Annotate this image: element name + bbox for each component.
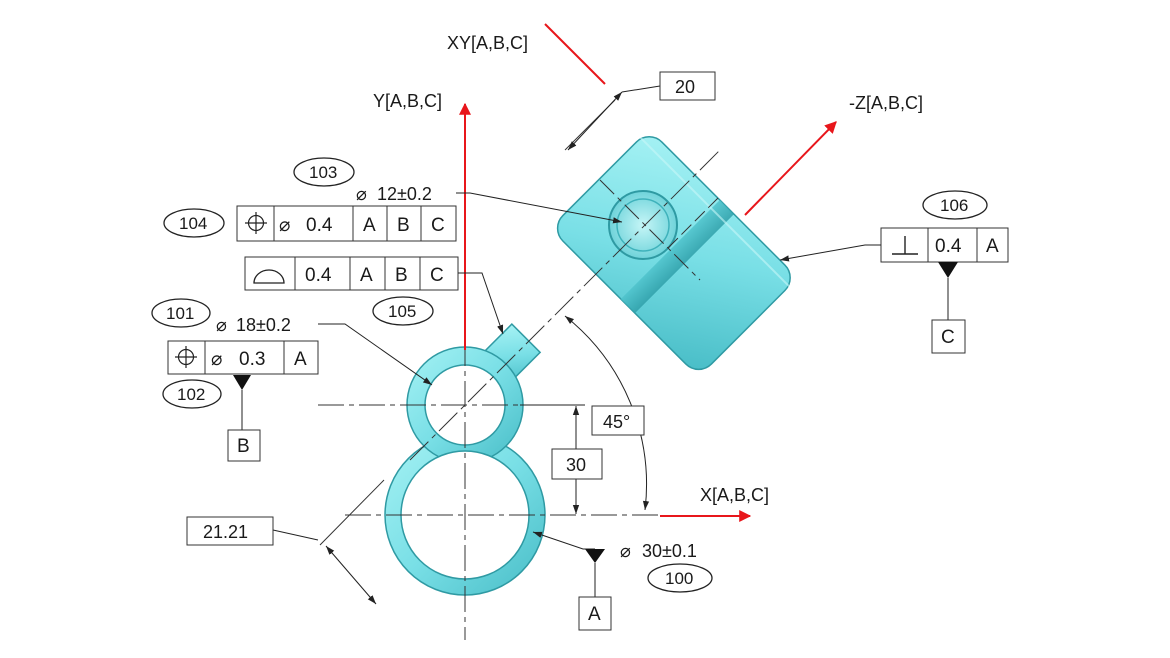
svg-text:101: 101 <box>166 304 194 323</box>
balloon-105: 105 <box>372 296 434 326</box>
fcf104-ref1: A <box>363 215 376 236</box>
fcf104-ref2: B <box>397 215 410 236</box>
fcf-105: 0.4 A B C <box>244 256 459 291</box>
fcf104-tolerance: 0.4 <box>306 215 333 236</box>
datum-c-label: C <box>941 327 955 348</box>
block-hole <box>608 190 678 260</box>
block-part <box>556 136 791 371</box>
dim20-box <box>659 71 716 101</box>
fcf105-ref2: B <box>395 265 408 286</box>
dia30-symbol: ⌀ <box>620 541 631 561</box>
dia18-symbol: ⌀ <box>216 315 227 335</box>
fcf102-tolerance: 0.3 <box>239 349 265 370</box>
dim45-value: 45° <box>603 412 630 432</box>
dia18-value: 18±0.2 <box>236 315 291 335</box>
balloon-106: 106 <box>922 190 988 220</box>
fcf106-ref1: A <box>986 236 999 257</box>
dim2121-line <box>325 545 377 605</box>
axis-label-x: X[A,B,C] <box>700 485 769 505</box>
axis-label-negz: -Z[A,B,C] <box>849 93 923 113</box>
fcf104-ref3: C <box>431 215 445 236</box>
fcf102-ref1: A <box>294 349 307 370</box>
datum-b-box <box>227 429 261 462</box>
dim20-line <box>567 91 623 151</box>
fcf-104: ⌀ 0.4 A B C <box>236 205 457 242</box>
axis-label-xy: XY[A,B,C] <box>447 33 528 53</box>
fcf-102: ⌀ 0.3 A <box>167 340 319 375</box>
fcf106-leader <box>779 244 881 262</box>
datum-b-label: B <box>237 436 250 457</box>
dia12-value: 12±0.2 <box>377 184 432 204</box>
fcf105-ref3: C <box>430 265 444 286</box>
svg-text:103: 103 <box>309 163 337 182</box>
dia12-leader <box>456 192 623 224</box>
svg-text:102: 102 <box>177 385 205 404</box>
fcf105-ref1: A <box>360 265 373 286</box>
datum-a-label: A <box>588 604 601 625</box>
datum-triangle-icon <box>585 549 605 563</box>
dim30-value: 30 <box>566 455 586 475</box>
svg-text:⌀: ⌀ <box>211 349 222 370</box>
balloon-103: 103 <box>293 157 355 187</box>
balloon-100: 100 <box>647 563 713 593</box>
balloon-104: 104 <box>163 208 225 238</box>
datum-triangle-icon <box>233 375 251 390</box>
balloon-102: 102 <box>162 379 222 409</box>
svg-text:106: 106 <box>940 196 968 215</box>
datum-triangle-icon <box>938 262 958 278</box>
dim20-value: 20 <box>675 77 695 97</box>
datum-a-box <box>578 596 612 631</box>
svg-text:⌀: ⌀ <box>279 215 290 236</box>
dia30-value: 30±0.1 <box>642 541 697 561</box>
dim2121-box <box>186 516 274 546</box>
dim45-box <box>591 405 645 436</box>
datum-axes <box>459 23 837 522</box>
svg-text:100: 100 <box>665 569 693 588</box>
perpendicularity-symbol-icon <box>892 236 918 255</box>
profile-of-surface-icon <box>253 269 285 284</box>
dia18-leader <box>318 323 433 386</box>
dim2121-value: 21.21 <box>203 522 248 542</box>
dia12-symbol: ⌀ <box>356 184 367 204</box>
fcf105-leader <box>458 272 504 335</box>
position-symbol-icon <box>175 346 197 368</box>
datum-c-box <box>931 319 966 354</box>
balloon-101: 101 <box>151 298 211 328</box>
axis-label-y: Y[A,B,C] <box>373 91 442 111</box>
position-symbol-icon <box>245 212 267 234</box>
fcf105-tolerance: 0.4 <box>305 265 332 286</box>
fcf106-tolerance: 0.4 <box>935 236 962 257</box>
dim45-arc <box>564 315 650 511</box>
svg-text:104: 104 <box>179 214 207 233</box>
fcf-106: 0.4 A <box>880 227 1009 263</box>
svg-text:105: 105 <box>388 302 416 321</box>
